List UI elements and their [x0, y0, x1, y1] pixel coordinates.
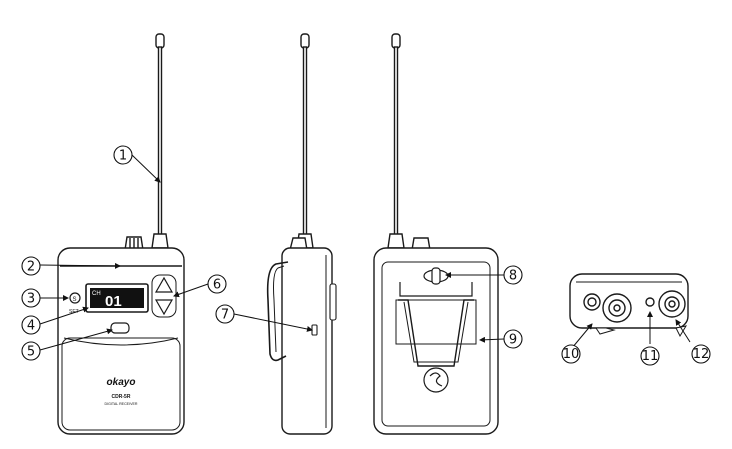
up-button — [154, 276, 174, 293]
front-labels: CH 01 S SET okayo CDR-5R DIGITAL RECEIVE… — [69, 291, 138, 406]
channel-prefix: CH — [92, 291, 101, 297]
callout-5: 5 — [27, 345, 35, 360]
callout-7-circle — [215, 304, 235, 324]
callout-9: 9 — [509, 333, 517, 348]
callout-10: 10 — [563, 347, 580, 362]
back-antenna — [387, 33, 405, 249]
callout-3: 3 — [27, 292, 35, 307]
callout-8-circle — [503, 265, 523, 285]
callout-6-circle — [207, 274, 227, 294]
set-label: SET — [69, 309, 79, 315]
callout-12-circle — [691, 344, 711, 364]
side-view — [266, 33, 337, 435]
device-subtitle: DIGITAL RECEIVER — [105, 402, 138, 406]
callout-4: 4 — [27, 319, 35, 334]
callout-3-circle — [21, 288, 41, 308]
callout-leaders — [39, 154, 691, 351]
callout-10-circle — [561, 344, 581, 364]
model-label: CDR-5R — [112, 394, 131, 400]
brand-logo: okayo — [107, 377, 136, 388]
callout-2-circle — [21, 256, 41, 276]
side-body — [281, 247, 333, 435]
belt-clip — [266, 261, 289, 362]
callout-9-circle — [503, 329, 523, 349]
top-view — [569, 273, 689, 338]
callout-7: 7 — [221, 308, 229, 323]
clip-spring — [399, 282, 473, 297]
callout-1-circle — [113, 145, 133, 165]
back-view — [373, 33, 499, 435]
callout-2: 2 — [27, 260, 35, 275]
set-button — [69, 292, 81, 304]
side-antenna — [296, 33, 314, 249]
front-antenna — [151, 33, 169, 249]
callout-11-circle — [640, 346, 660, 366]
callout-4-circle — [21, 315, 41, 335]
front-view — [57, 33, 185, 435]
callout-8: 8 — [509, 269, 517, 284]
callout-numbers: 1 2 3 4 5 6 7 8 9 10 11 12 — [27, 149, 709, 365]
callout-6: 6 — [213, 278, 221, 293]
led-indicator — [645, 297, 655, 307]
channel-readout: 01 — [105, 293, 122, 310]
side-switch — [311, 324, 318, 336]
callout-1: 1 — [119, 149, 127, 164]
callouts — [21, 145, 711, 366]
sensor-window — [110, 322, 130, 334]
callout-5-circle — [21, 341, 41, 361]
callout-12: 12 — [693, 347, 710, 362]
set-button-glyph: S — [73, 297, 77, 303]
callout-11: 11 — [642, 349, 659, 364]
down-button — [154, 299, 174, 316]
